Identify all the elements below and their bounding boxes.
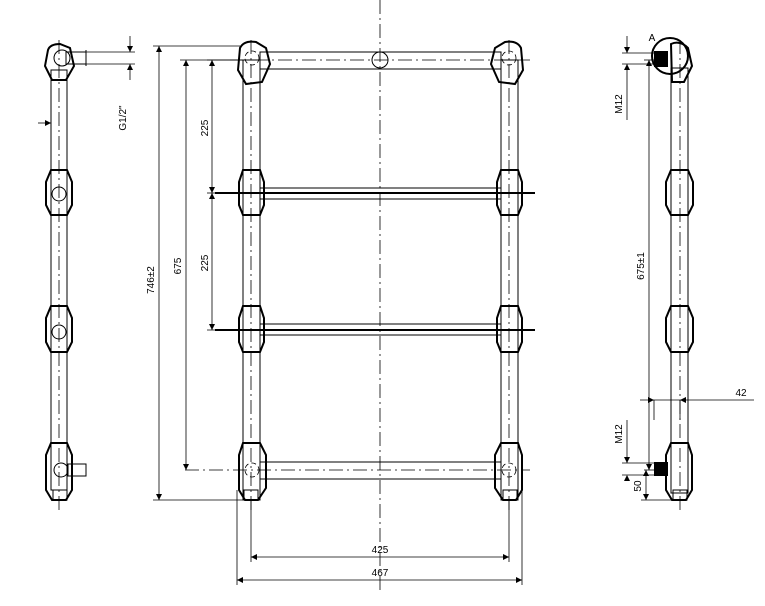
left-side-view: G1/2" [38,36,135,510]
thread-label-m12-bottom: M12 [614,424,625,444]
dim-467: 467 [372,568,389,579]
front-joint-l1 [238,169,265,216]
right-joint-2 [665,305,694,353]
left-joint-2 [45,305,73,353]
front-joint-r2 [496,305,523,353]
front-joint-r1 [496,169,523,216]
front-top-rail [259,51,502,70]
dim-675: 675 [173,257,184,274]
front-right-post [500,59,519,501]
dim-675-tol: 675±1 [636,252,647,280]
right-pipe [670,67,689,494]
wall-bracket-bottom [654,462,668,476]
dim-225-top: 225 [200,119,211,136]
detail-a-circle [651,37,689,75]
front-bottom-rail [259,461,502,480]
front-left-post [242,59,261,501]
left-joint-1 [45,169,73,216]
dim-50: 50 [633,480,644,492]
front-corner-tl [236,40,272,86]
dim-425: 425 [372,545,389,556]
front-joint-l2 [238,305,265,353]
dim-746: 746±2 [146,266,157,294]
right-joint-1 [665,169,694,216]
wall-bracket-top [654,51,668,67]
left-top-elbow [43,42,76,81]
thread-label-g12: G1/2" [118,105,129,131]
dim-42: 42 [735,388,747,399]
front-corner-tr [489,40,525,86]
right-side-view: A M12 675±1 42 [614,33,754,510]
thread-label-m12-top: M12 [614,94,625,114]
detail-a-label: A [649,33,656,44]
dim-225-mid: 225 [200,254,211,271]
front-view: 225 225 675 746±2 425 467 [146,0,535,590]
